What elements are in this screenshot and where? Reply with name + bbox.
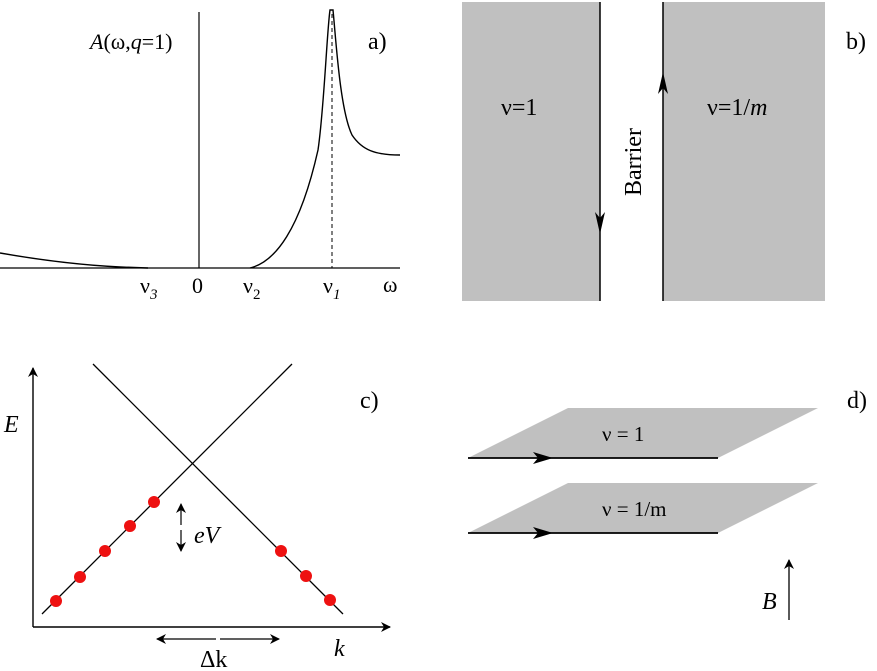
panel-d-upper-plane [468,408,818,458]
panel-c-delta-k-label: Δk [200,647,227,671]
panel-c-occupied-state [50,595,62,607]
panel-d-lower-plane-label: ν = 1/m [602,497,667,521]
panel-a-omega-label: ω [383,272,397,297]
panel-c-k-label: k [334,636,345,662]
panel-d-tag: d) [847,388,867,414]
panel-c-occupied-state [300,570,312,582]
panel-b-down-arrow-icon [595,212,605,234]
panel-b-tag: b) [846,29,866,55]
panel-a: A(ω,q=1) a) ν3 0 ν2 ν1 ω [0,9,401,303]
panel-a-function-label: A(ω,q=1) [88,29,173,54]
panel-b-right-region-label: ν=1/m [707,95,767,121]
panel-b-left-region-label: ν=1 [501,95,537,121]
panel-d-lower-plane [468,483,818,533]
panel-a-tick-nu2: ν2 [243,273,260,303]
panel-a-tick-zero: 0 [192,273,203,298]
panel-b-right-region [663,2,825,301]
panel-a-spectral-curve-left [0,252,149,269]
panel-b-left-region [462,2,600,301]
panel-d-lower-edge-arrow-icon [533,527,553,539]
panel-c-occupied-state [275,545,287,557]
panel-a-tag: a) [368,29,387,55]
panel-b-up-arrow-icon [658,72,668,94]
panel-b: ν=1 ν=1/m Barrier b) [462,2,866,301]
panel-a-tick-nu3: ν3 [140,273,157,303]
panel-c: E k eV Δk c) [3,363,391,671]
panel-c-occupied-state [148,496,160,508]
panel-c-occupied-state [74,571,86,583]
panel-c-bias-label: eV [194,523,222,549]
panel-c-energy-label: E [3,412,19,438]
panel-d-upper-edge-arrow-icon [533,452,553,464]
panel-d: ν = 1 ν = 1/m B d) [468,388,867,620]
panel-c-tag: c) [360,388,379,414]
panel-a-spectral-curve-right [249,9,401,269]
panel-c-occupied-state [324,594,336,606]
panel-d-upper-plane-label: ν = 1 [602,422,644,446]
panel-c-occupied-state [99,545,111,557]
panel-d-field-label: B [762,589,777,615]
panel-a-tick-nu1: ν1 [323,273,340,303]
panel-c-occupied-state [124,520,136,532]
panel-b-barrier-label: Barrier [621,128,647,196]
